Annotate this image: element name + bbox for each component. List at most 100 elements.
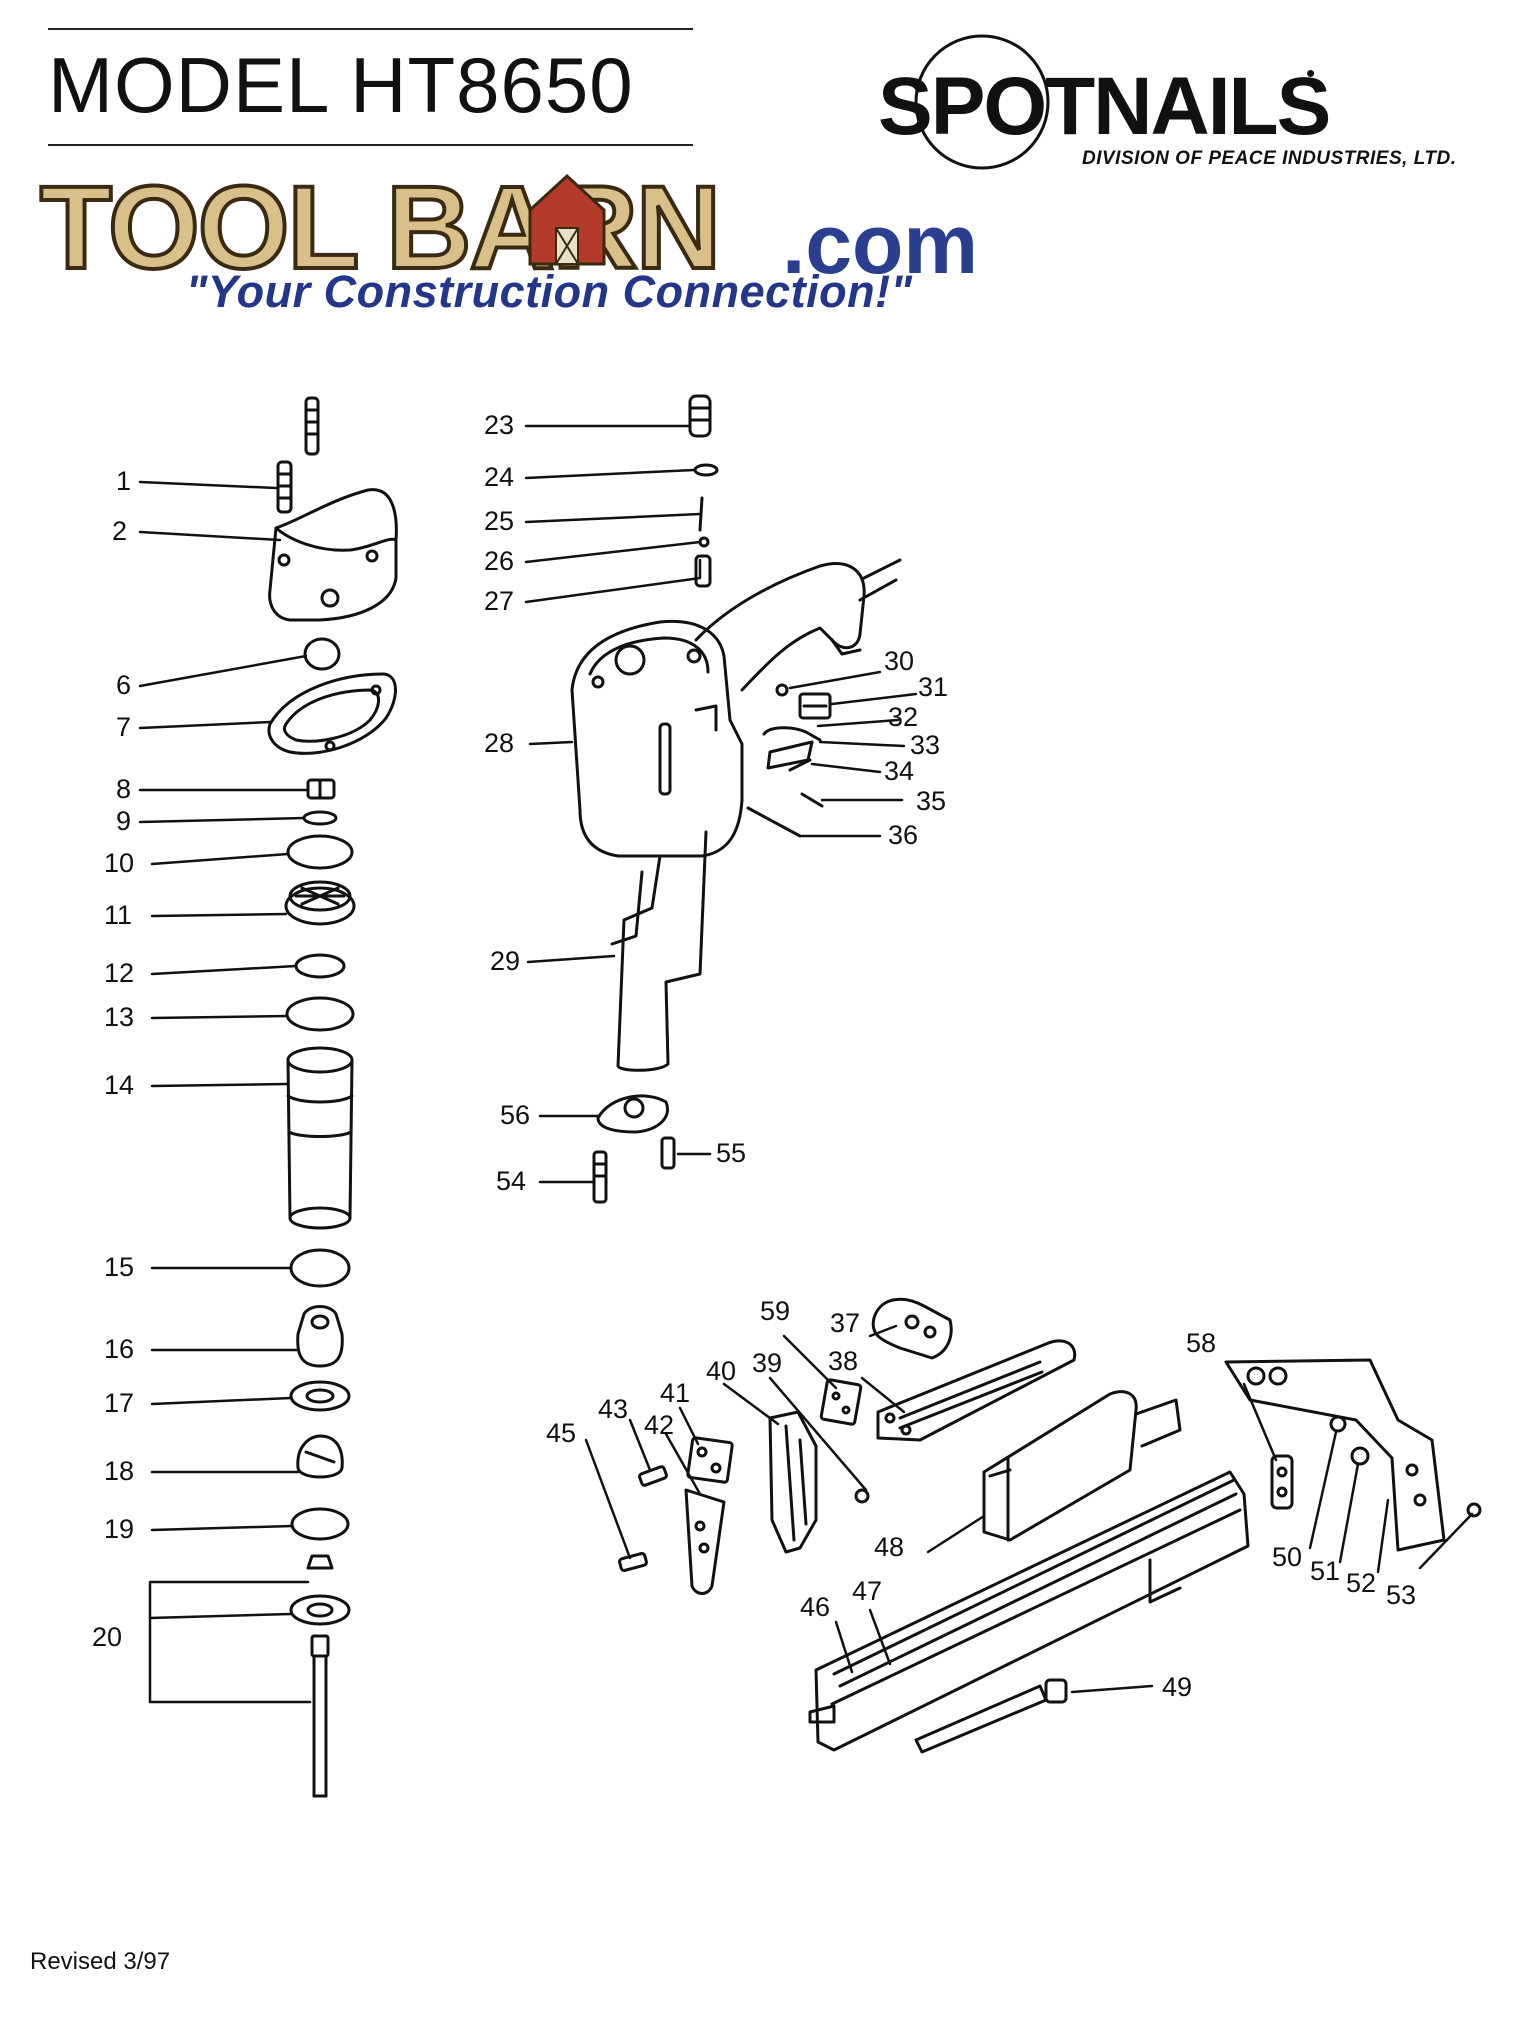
callout-25: 25 [484,506,515,536]
callout-37: 37 [830,1308,861,1338]
callout-13: 13 [104,1002,135,1032]
part-53-nut [1466,1502,1482,1518]
callout-28: 28 [484,728,515,758]
callout-43: 43 [598,1394,629,1424]
callout-23: 23 [484,410,515,440]
callout-9: 9 [116,806,132,836]
callout-20: 20 [92,1622,123,1652]
callout-17: 17 [104,1388,135,1418]
title-bottom-rule [48,144,693,146]
part-49-spring-rod [914,1678,1068,1754]
callout-47: 47 [852,1576,883,1606]
part-54-screw [592,1150,608,1204]
part-38-pusher [876,1339,1077,1442]
part-18-bumper [296,1434,344,1479]
toolbarn-domain: .com [782,197,979,291]
callout-48: 48 [874,1532,905,1562]
part-50-screw [1270,1454,1294,1510]
callout-19: 19 [104,1514,135,1544]
trigger-parts [746,683,832,838]
callout-56: 56 [500,1100,531,1130]
part-28-frame-housing [570,558,902,858]
part-59-plate [819,1378,863,1426]
part-29-frame-arm [610,830,708,1072]
callout-58: 58 [1186,1328,1217,1358]
callout-2: 2 [112,516,128,546]
part-46-magazine-rail [808,1470,1250,1752]
part-23-valve-stem [688,394,712,438]
part-45-screw [618,1552,648,1572]
part-40-driver-guide [768,1410,818,1554]
callout-50: 50 [1272,1542,1303,1572]
callout-27: 27 [484,586,515,616]
callout-24: 24 [484,462,515,492]
spotnails-brand-name: SPOTNAILS [878,61,1331,152]
callout-53: 53 [1386,1580,1417,1610]
callout-33: 33 [910,730,941,760]
callout-49: 49 [1162,1672,1193,1702]
toolbarn-tagline: "Your Construction Connection!" [186,266,913,317]
callout-6: 6 [116,670,132,700]
revision-note: Revised 3/97 [30,1948,171,1975]
callout-11: 11 [104,900,133,930]
callout-1: 1 [116,466,132,496]
part-7-gasket [267,672,397,755]
part-14-cylinder [286,1046,354,1230]
part-43-screw [638,1465,668,1487]
toolbarn-barn-icon [526,170,608,271]
part-55-screw [660,1136,676,1170]
registered-mark: • [1306,58,1316,88]
part-48-magazine-cover [982,1390,1182,1542]
callout-59: 59 [760,1296,791,1326]
model-title: MODEL HT8650 [48,41,634,129]
callout-32: 32 [888,702,919,732]
part-58-bracket-plate [1224,1358,1446,1552]
part-15-o-ring [289,1248,351,1288]
part-1-screw [276,460,293,514]
part-2-cylinder-cap [268,488,398,622]
part-19-o-ring [290,1507,350,1541]
callout-29: 29 [490,946,521,976]
part-13-o-ring [285,996,355,1032]
callout-14: 14 [104,1070,135,1100]
callout-12: 12 [104,958,135,988]
part-12-o-ring [294,953,346,979]
callout-52: 52 [1346,1568,1377,1598]
part-17-washer [289,1380,351,1412]
part-screw-top [304,396,320,456]
part-39-screw [854,1488,870,1504]
part-52-washer [1350,1446,1370,1466]
part-51-washer [1329,1415,1347,1433]
spotnails-logo-ring [914,34,1050,170]
callout-36: 36 [888,820,919,850]
callout-51: 51 [1310,1556,1341,1586]
callout-16: 16 [104,1334,135,1364]
part-20-driver-assembly [289,1554,351,1798]
part-47-rail-strip [838,1492,1238,1688]
callout-35: 35 [916,786,947,816]
part-27-trigger-valve [694,554,712,588]
left-leader-lines [138,480,312,1704]
spotnails-division: DIVISION OF PEACE INDUSTRIES, LTD. [1082,148,1457,169]
part-56-nose-cap [596,1094,669,1134]
callout-54: 54 [496,1166,527,1196]
callout-42: 42 [644,1410,675,1440]
callout-30: 30 [884,646,915,676]
middle-leader-lines [524,424,918,1184]
part-10-o-ring [286,834,354,870]
part-9-o-ring [302,810,338,826]
callout-39: 39 [752,1348,783,1378]
callout-15: 15 [104,1252,135,1282]
callout-40: 40 [706,1356,737,1386]
callout-7: 7 [116,712,132,742]
callout-10: 10 [104,848,135,878]
part-41-plate [686,1436,734,1484]
callout-8: 8 [116,774,132,804]
callout-34: 34 [884,756,915,786]
part-37-bracket [871,1297,953,1360]
title-top-rule [48,28,693,30]
lower-leader-lines [584,1324,1474,1694]
part-6-ball [303,637,341,671]
part-11-valve [284,880,356,926]
